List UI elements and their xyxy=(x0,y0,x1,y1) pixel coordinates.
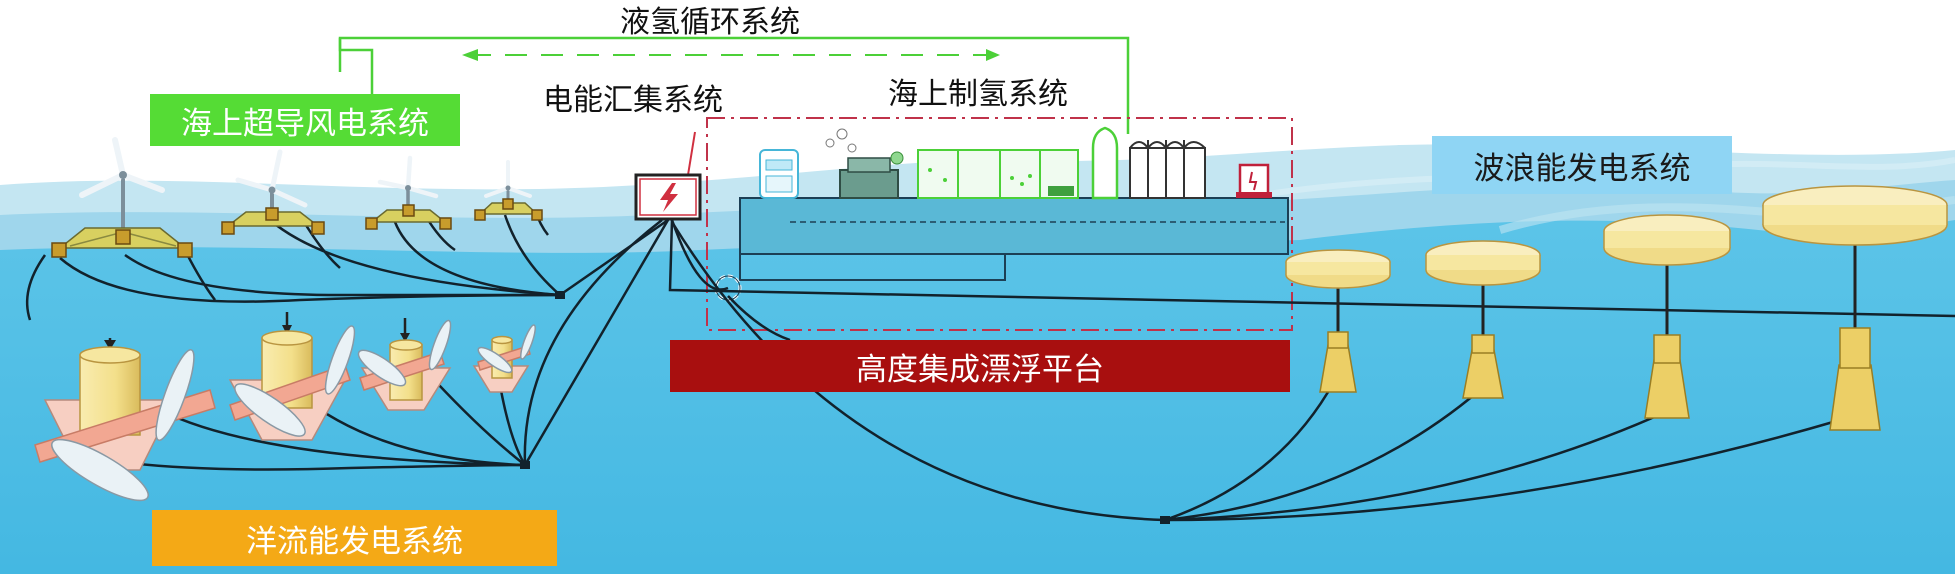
electrolyzer-tank xyxy=(759,149,799,199)
wind-turbines xyxy=(51,137,543,258)
wave-buoy-2 xyxy=(1425,240,1541,399)
ocean-current-turbines xyxy=(34,312,536,502)
collection-box xyxy=(634,131,702,221)
hydrogen-storage-column xyxy=(1091,126,1119,200)
wind-system-label: 海上超导风电系统 xyxy=(150,94,460,146)
current-turbine-4 xyxy=(472,324,536,393)
wave-system-label: 波浪能发电系统 xyxy=(1432,136,1732,194)
wave-buoy-3 xyxy=(1603,214,1731,419)
platform-deck xyxy=(739,197,1289,255)
wave-buoy-4 xyxy=(1762,185,1948,431)
wind-turbine-4 xyxy=(474,160,543,221)
purification-tanks xyxy=(917,149,1079,199)
collection-box-pointer xyxy=(687,131,696,176)
collection-system-label: 电能汇集系统 xyxy=(543,83,723,118)
platform-dashdot-box xyxy=(706,117,1293,331)
sea-deep xyxy=(0,220,1955,574)
cycle-arrowhead-right xyxy=(986,49,1000,61)
wave-hub-node xyxy=(1160,516,1170,524)
current-turbine-1 xyxy=(34,338,216,502)
wind-turbine-1 xyxy=(51,137,193,258)
lightning-icon xyxy=(660,183,678,212)
floating-platform xyxy=(706,117,1293,331)
platform-label: 高度集成漂浮平台 xyxy=(670,340,1290,392)
current-hub-node xyxy=(520,461,530,469)
wave-energy-buoys xyxy=(1285,185,1948,431)
hydrogen-cycle-loop xyxy=(338,36,1130,134)
current-system-label: 洋流能发电系统 xyxy=(152,510,557,566)
wave-buoy-1 xyxy=(1285,249,1391,393)
hydrogen-cycle-label: 液氢循环系统 xyxy=(620,5,800,40)
fuel-cell-unit xyxy=(1236,163,1272,198)
current-turbine-3 xyxy=(357,318,452,411)
cycle-arrowhead-left xyxy=(462,49,478,61)
cables xyxy=(25,209,1955,522)
compressor-unit xyxy=(825,128,904,199)
wind-turbine-2 xyxy=(221,149,325,235)
gas-cylinder-rack xyxy=(1129,140,1206,199)
platform-leg xyxy=(739,254,1006,281)
wind-turbine-3 xyxy=(365,155,452,230)
wind-hub-node xyxy=(555,291,565,299)
hydrogen-production-label: 海上制氢系统 xyxy=(888,77,1068,112)
current-turbine-2 xyxy=(228,312,356,441)
